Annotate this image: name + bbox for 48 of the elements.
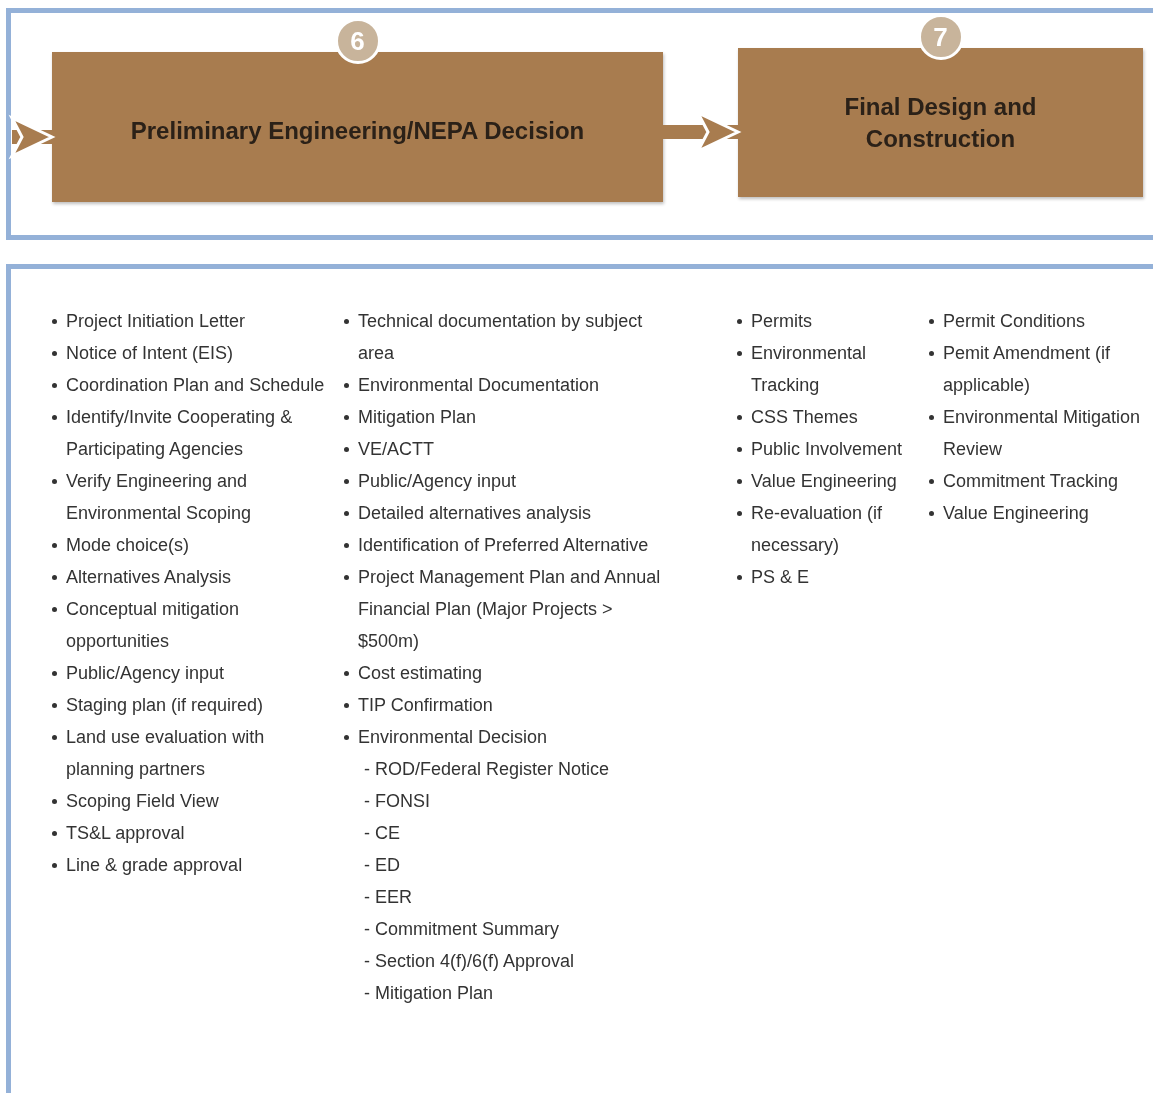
- list-item-text: Value Engineering: [943, 503, 1089, 523]
- list-item-text: Identification of Preferred Alternative: [358, 535, 649, 555]
- list-item-text: Permits: [751, 311, 812, 331]
- list-item-text: Conceptual mitigation opportunities: [66, 599, 240, 651]
- sub-list-item: - Commitment Summary: [363, 918, 561, 941]
- list-item-text: Pemit Amendment (if applicable): [943, 343, 1111, 395]
- list-item-text: Environmental Decision: [358, 727, 548, 747]
- list-item-text: Permit Conditions: [943, 311, 1086, 331]
- list-item-text: VE/ACTT: [358, 439, 434, 459]
- list-item-text: Mitigation Plan: [358, 407, 477, 427]
- list-item-text: Mode choice(s): [66, 535, 190, 555]
- list-item-text: Notice of Intent (EIS): [66, 343, 234, 363]
- list-item-text: Technical documentation by subject area: [358, 311, 643, 363]
- list-item-text: Coordination Plan and Schedule: [66, 375, 325, 395]
- list-item-text: Staging plan (if required): [66, 695, 264, 715]
- arrow: [10, 116, 54, 158]
- list-item-text: Project Management Plan and Annual Financial Plan (Major Projects > $500m): [358, 567, 661, 651]
- sub-list-item: - Mitigation Plan: [363, 982, 495, 1005]
- sub-list-item: - EER: [363, 886, 413, 909]
- list-item-text: TIP Confirmation: [358, 695, 493, 715]
- sub-list-item: - CE: [363, 822, 401, 845]
- list-item-text: Cost estimating: [358, 663, 483, 683]
- sub-list-item: - ROD/Federal Register Notice: [363, 758, 611, 781]
- sub-list-item: - ED: [363, 854, 401, 877]
- list-item-text: Public/Agency input: [358, 471, 517, 491]
- list-item-text: Re-evaluation (if necessary): [751, 503, 883, 555]
- list-item-text: CSS Themes: [751, 407, 858, 427]
- list-item-text: Scoping Field View: [66, 791, 219, 811]
- list-item-text: Environmental Documentation: [358, 375, 600, 395]
- list-item-text: Commitment Tracking: [943, 471, 1119, 491]
- list-item-text: Identify/Invite Cooperating & Participating Agencies: [66, 407, 293, 459]
- sub-list-item: - Section 4(f)/6(f) Approval: [363, 950, 576, 973]
- list-item-text: Verify Engineering and Environmental Scoping: [66, 471, 252, 523]
- step-title: Preliminary Engineering/NEPA Decision: [130, 116, 585, 146]
- list-item-text: Land use evaluation with planning partners: [66, 727, 265, 779]
- list-item-text: Value Engineering: [751, 471, 897, 491]
- list-item-text: Environmental Mitigation Review: [943, 407, 1141, 459]
- list-item-text: Public Involvement: [751, 439, 903, 459]
- list-item-text: TS&L approval: [66, 823, 185, 843]
- list-item-text: Public/Agency input: [66, 663, 225, 683]
- sub-list-item: - FONSI: [363, 790, 431, 813]
- list-item-text: Alternatives Analysis: [66, 567, 232, 587]
- step-title: Final Design and Construction: [843, 91, 1038, 154]
- list-item-text: Project Initiation Letter: [66, 311, 246, 331]
- list-item-text: Detailed alternatives analysis: [358, 503, 592, 523]
- list-item-text: PS & E: [751, 567, 810, 587]
- list-item-text: Line & grade approval: [66, 855, 243, 875]
- list-item-text: Environmental Tracking: [751, 343, 867, 395]
